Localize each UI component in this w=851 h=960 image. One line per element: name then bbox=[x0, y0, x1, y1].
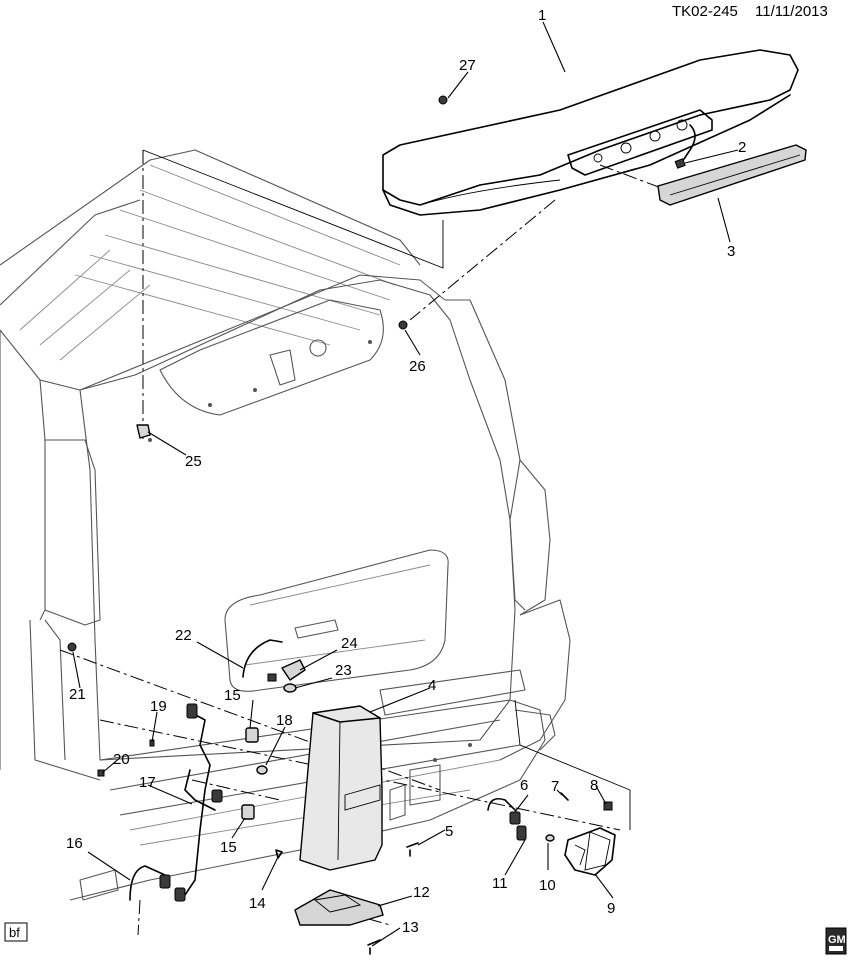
screw-13 bbox=[367, 939, 381, 955]
license-lamp bbox=[242, 639, 306, 682]
callout-5: 5 bbox=[445, 823, 453, 840]
callout-leaders bbox=[72, 21, 739, 947]
gm-logo-text: GM bbox=[828, 934, 846, 946]
backup-lamp bbox=[564, 827, 616, 876]
vehicle-rear-body bbox=[0, 149, 571, 901]
tail-lamp-assembly bbox=[299, 705, 383, 871]
rear-spoiler bbox=[382, 49, 799, 216]
grommet-15a bbox=[245, 727, 259, 743]
callout-9: 9 bbox=[607, 900, 615, 917]
nut-26 bbox=[398, 320, 408, 330]
callout-25: 25 bbox=[185, 453, 202, 470]
hardware-fasteners bbox=[67, 95, 613, 955]
brake-light-harness bbox=[674, 124, 696, 169]
screw-5 bbox=[406, 842, 419, 857]
tail-lamp-bracket bbox=[294, 889, 384, 926]
callout-21: 21 bbox=[69, 686, 86, 703]
nut-21 bbox=[67, 642, 77, 652]
callout-labels: 1 2 3 4 5 6 7 8 9 10 11 12 13 14 15 15 1… bbox=[66, 7, 746, 936]
diagram-date: 11/11/2013 bbox=[755, 3, 828, 20]
high-mount-stop-lamp bbox=[657, 144, 807, 206]
callout-22: 22 bbox=[175, 627, 192, 644]
nut-8 bbox=[603, 801, 613, 811]
diagram-code: TK02-245 bbox=[672, 3, 738, 20]
callout-20: 20 bbox=[113, 751, 130, 768]
grommet-15b bbox=[241, 804, 255, 820]
clip-20 bbox=[97, 769, 105, 777]
callout-8: 8 bbox=[590, 777, 598, 794]
lamp-pigtail bbox=[487, 797, 527, 841]
callout-12: 12 bbox=[413, 884, 430, 901]
callout-26: 26 bbox=[409, 358, 426, 375]
callout-1: 1 bbox=[538, 7, 546, 24]
callout-15-upper: 15 bbox=[224, 687, 241, 704]
callout-11: 11 bbox=[492, 875, 508, 892]
callout-7: 7 bbox=[551, 778, 559, 795]
callout-14: 14 bbox=[249, 895, 266, 912]
callout-27: 27 bbox=[459, 57, 476, 74]
callout-4: 4 bbox=[428, 677, 436, 694]
callout-3: 3 bbox=[727, 243, 735, 260]
callout-23: 23 bbox=[335, 662, 352, 679]
seal-18 bbox=[256, 765, 268, 775]
liftgate-wiring-harness bbox=[129, 703, 223, 902]
screw-7 bbox=[560, 792, 569, 801]
callout-17: 17 bbox=[139, 774, 156, 791]
screw-14 bbox=[275, 849, 283, 859]
callout-15-lower: 15 bbox=[220, 839, 237, 856]
callout-18: 18 bbox=[276, 712, 293, 729]
gm-logo: GM bbox=[825, 927, 847, 955]
callout-19: 19 bbox=[150, 698, 167, 715]
callout-13: 13 bbox=[402, 919, 419, 936]
nut-27 bbox=[438, 95, 448, 105]
callout-2: 2 bbox=[738, 139, 746, 156]
seal-23 bbox=[283, 683, 297, 693]
callout-10: 10 bbox=[539, 877, 556, 894]
clip-25 bbox=[136, 424, 151, 439]
author-tag: bf bbox=[4, 922, 28, 942]
callout-16: 16 bbox=[66, 835, 83, 852]
seal-10 bbox=[545, 834, 555, 842]
author-tag-text: bf bbox=[9, 925, 20, 940]
callout-6: 6 bbox=[520, 777, 528, 794]
callout-24: 24 bbox=[341, 635, 358, 652]
